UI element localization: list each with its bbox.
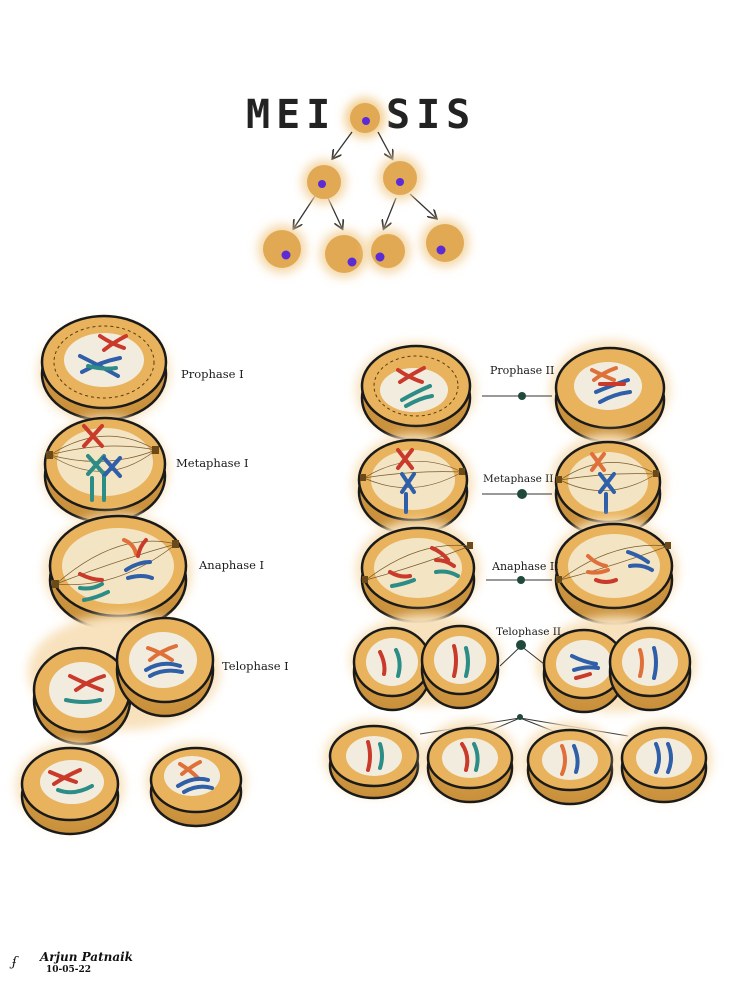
label-anaphase-1: Anaphase I <box>199 558 265 572</box>
cell-metaphase-1 <box>41 416 169 524</box>
label-telophase-1: Telophase I <box>222 659 289 673</box>
cell-daughter-1a <box>16 742 124 836</box>
cells-row-2 <box>302 156 422 204</box>
cell-anaphase-2b <box>550 518 678 626</box>
signature-mark: ʄ <box>12 955 17 970</box>
cell-daughter-2c <box>522 722 618 806</box>
connector-dots <box>516 392 527 720</box>
title-left: MEI <box>246 92 337 138</box>
cell-anaphase-1 <box>44 514 192 632</box>
cell-daughter-1b <box>146 742 246 828</box>
cell-daughter-2d <box>616 720 712 804</box>
signature-date: 10-05-22 <box>46 965 92 975</box>
top-tree <box>258 98 469 278</box>
cell-metaphase-2a <box>353 434 473 536</box>
cell-prophase-2a <box>356 342 476 442</box>
label-metaphase-2: Metaphase II <box>483 473 554 485</box>
cell-prophase-1 <box>38 314 170 424</box>
label-prophase-1: Prophase I <box>181 367 244 381</box>
label-anaphase-2: Anaphase II <box>492 560 559 573</box>
cell-prophase-2b <box>550 340 670 444</box>
label-prophase-2: Prophase II <box>490 364 555 377</box>
signature-name: Arjun Patnaik <box>40 950 133 964</box>
label-telophase-2: Telophase II <box>496 626 562 638</box>
cell-daughter-2b <box>422 720 518 804</box>
cell-anaphase-2a <box>356 520 480 624</box>
cell-telophase-2b <box>536 616 696 714</box>
label-metaphase-1: Metaphase I <box>176 456 249 470</box>
cell-daughter-2a <box>324 720 424 800</box>
cell-top-parent <box>345 98 385 138</box>
cell-metaphase-2b <box>550 434 666 538</box>
cell-telophase-1 <box>28 614 220 746</box>
title-right: SIS <box>386 92 477 138</box>
cell-telophase-2a <box>350 614 502 712</box>
cells-row-3 <box>258 219 469 278</box>
